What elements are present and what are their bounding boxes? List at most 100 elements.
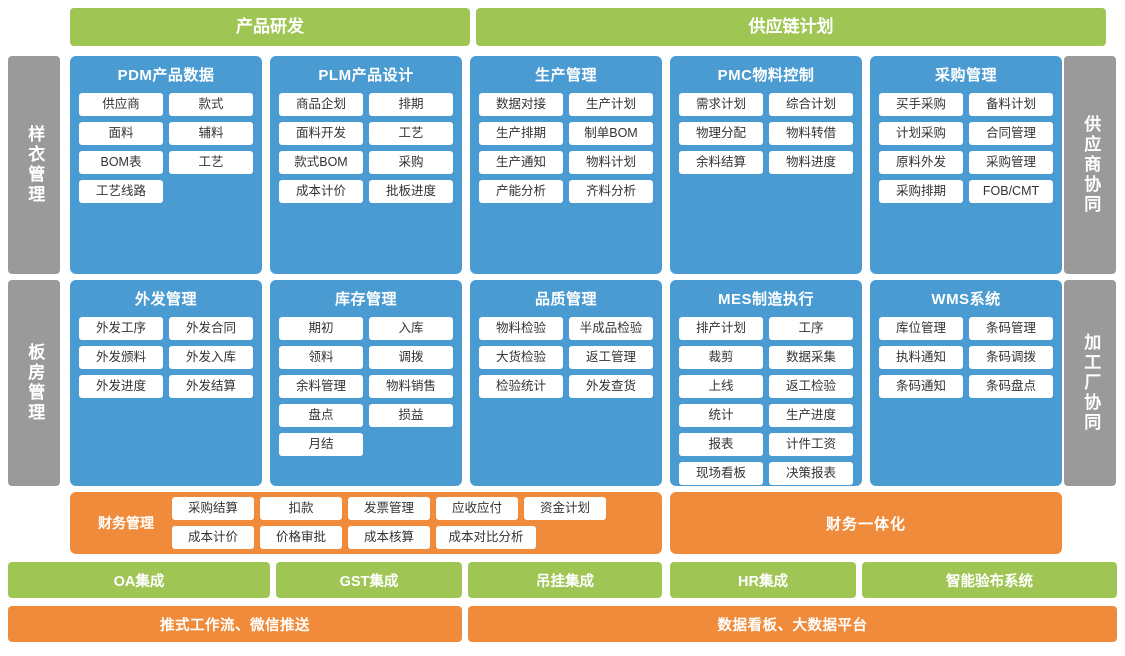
chip-item[interactable]: 采购排期	[879, 180, 963, 203]
chip-item[interactable]: 工序	[769, 317, 853, 340]
chip-item[interactable]: 条码盘点	[969, 375, 1053, 398]
chip-item[interactable]: 统计	[679, 404, 763, 427]
chip-item[interactable]: 生产排期	[479, 122, 563, 145]
chip-item[interactable]: 损益	[369, 404, 453, 427]
module-production[interactable]: 生产管理 数据对接 生产计划 生产排期 制单BOM 生产通知 物料计划 产能分析…	[470, 56, 662, 274]
chip-item[interactable]: 生产计划	[569, 93, 653, 116]
chip-item[interactable]: 应收应付	[436, 497, 518, 520]
bottom-band-data-platform[interactable]: 数据看板、大数据平台	[468, 606, 1117, 642]
chip-item[interactable]: 采购管理	[969, 151, 1053, 174]
chip-item[interactable]: 检验统计	[479, 375, 563, 398]
chip-item[interactable]: 调拨	[369, 346, 453, 369]
chip-item[interactable]: BOM表	[79, 151, 163, 174]
chip-item[interactable]: 外发入库	[169, 346, 253, 369]
module-purchasing[interactable]: 采购管理 买手采购 备料计划 计划采购 合同管理 原料外发 采购管理 采购排期 …	[870, 56, 1062, 274]
chip-item[interactable]: 月结	[279, 433, 363, 456]
chip-item[interactable]: 盘点	[279, 404, 363, 427]
chip-item[interactable]: 条码调拨	[969, 346, 1053, 369]
chip-item[interactable]: 领料	[279, 346, 363, 369]
integration-oa[interactable]: OA集成	[8, 562, 270, 598]
chip-item[interactable]: 排期	[369, 93, 453, 116]
chip-item[interactable]: 上线	[679, 375, 763, 398]
chip-item[interactable]: 齐料分析	[569, 180, 653, 203]
chip-item[interactable]: 资金计划	[524, 497, 606, 520]
chip-item[interactable]: 库位管理	[879, 317, 963, 340]
bottom-band-workflow[interactable]: 推式工作流、微信推送	[8, 606, 462, 642]
chip-item[interactable]: 成本计价	[279, 180, 363, 203]
finance-management-panel[interactable]: 财务管理 采购结算 扣款 发票管理 应收应付 资金计划 成本计价 价格审批 成本…	[70, 492, 662, 554]
chip-item[interactable]: 决策报表	[769, 462, 853, 485]
module-wms[interactable]: WMS系统 库位管理 条码管理 执料通知 条码调拨 条码通知 条码盘点	[870, 280, 1062, 486]
chip-item[interactable]: 工艺线路	[79, 180, 163, 203]
chip-item[interactable]: 返工检验	[769, 375, 853, 398]
chip-item[interactable]: 需求计划	[679, 93, 763, 116]
chip-item[interactable]: 成本核算	[348, 526, 430, 549]
integration-gst[interactable]: GST集成	[276, 562, 462, 598]
chip-item[interactable]: 外发进度	[79, 375, 163, 398]
chip-item[interactable]: 现场看板	[679, 462, 763, 485]
chip-item[interactable]: 裁剪	[679, 346, 763, 369]
chip-item[interactable]: 发票管理	[348, 497, 430, 520]
chip-item[interactable]: 条码通知	[879, 375, 963, 398]
chip-item[interactable]: 执料通知	[879, 346, 963, 369]
integration-hr[interactable]: HR集成	[670, 562, 856, 598]
chip-item[interactable]: 期初	[279, 317, 363, 340]
chip-item[interactable]: 产能分析	[479, 180, 563, 203]
chip-item[interactable]: 买手采购	[879, 93, 963, 116]
chip-item[interactable]: 返工管理	[569, 346, 653, 369]
integration-smart-fabric-inspection[interactable]: 智能验布系统	[862, 562, 1117, 598]
chip-item[interactable]: 外发结算	[169, 375, 253, 398]
chip-item[interactable]: 外发工序	[79, 317, 163, 340]
chip-item[interactable]: 款式BOM	[279, 151, 363, 174]
module-outsourcing[interactable]: 外发管理 外发工序 外发合同 外发颁料 外发入库 外发进度 外发结算	[70, 280, 262, 486]
module-pdm[interactable]: PDM产品数据 供应商 款式 面料 辅料 BOM表 工艺 工艺线路	[70, 56, 262, 274]
chip-item[interactable]: 工艺	[169, 151, 253, 174]
chip-item[interactable]: 数据对接	[479, 93, 563, 116]
chip-item[interactable]: 大货检验	[479, 346, 563, 369]
chip-item[interactable]: 数据采集	[769, 346, 853, 369]
chip-item[interactable]: 条码管理	[969, 317, 1053, 340]
chip-item[interactable]: 余料结算	[679, 151, 763, 174]
chip-item[interactable]: 排产计划	[679, 317, 763, 340]
chip-item[interactable]: 生产通知	[479, 151, 563, 174]
chip-item[interactable]: 商品企划	[279, 93, 363, 116]
chip-item[interactable]: 余料管理	[279, 375, 363, 398]
chip-item[interactable]: 物料进度	[769, 151, 853, 174]
module-pmc[interactable]: PMC物料控制 需求计划 综合计划 物理分配 物料转借 余料结算 物料进度	[670, 56, 862, 274]
chip-item[interactable]: 采购	[369, 151, 453, 174]
chip-item[interactable]: 面料	[79, 122, 163, 145]
chip-item[interactable]: 物料检验	[479, 317, 563, 340]
chip-item[interactable]: 成本计价	[172, 526, 254, 549]
module-inventory[interactable]: 库存管理 期初 入库 领料 调拨 余料管理 物料销售 盘点 损益 月结	[270, 280, 462, 486]
module-plm[interactable]: PLM产品设计 商品企划 排期 面料开发 工艺 款式BOM 采购 成本计价 批板…	[270, 56, 462, 274]
chip-item[interactable]: 价格审批	[260, 526, 342, 549]
chip-item[interactable]: 入库	[369, 317, 453, 340]
module-quality[interactable]: 品质管理 物料检验 半成品检验 大货检验 返工管理 检验统计 外发查货	[470, 280, 662, 486]
chip-item[interactable]: 外发颁料	[79, 346, 163, 369]
chip-item[interactable]: 款式	[169, 93, 253, 116]
integration-hanger[interactable]: 吊挂集成	[468, 562, 662, 598]
chip-item[interactable]: 成本对比分析	[436, 526, 536, 549]
chip-item[interactable]: 报表	[679, 433, 763, 456]
chip-item[interactable]: FOB/CMT	[969, 180, 1053, 203]
chip-item[interactable]: 采购结算	[172, 497, 254, 520]
chip-item[interactable]: 工艺	[369, 122, 453, 145]
chip-item[interactable]: 批板进度	[369, 180, 453, 203]
chip-item[interactable]: 外发合同	[169, 317, 253, 340]
chip-item[interactable]: 物料计划	[569, 151, 653, 174]
chip-item[interactable]: 原料外发	[879, 151, 963, 174]
chip-item[interactable]: 面料开发	[279, 122, 363, 145]
chip-item[interactable]: 半成品检验	[569, 317, 653, 340]
chip-item[interactable]: 物理分配	[679, 122, 763, 145]
chip-item[interactable]: 生产进度	[769, 404, 853, 427]
chip-item[interactable]: 物料销售	[369, 375, 453, 398]
chip-item[interactable]: 合同管理	[969, 122, 1053, 145]
chip-item[interactable]: 计划采购	[879, 122, 963, 145]
chip-item[interactable]: 扣款	[260, 497, 342, 520]
chip-item[interactable]: 物料转借	[769, 122, 853, 145]
chip-item[interactable]: 计件工资	[769, 433, 853, 456]
chip-item[interactable]: 备料计划	[969, 93, 1053, 116]
module-mes[interactable]: MES制造执行 排产计划 工序 裁剪 数据采集 上线 返工检验 统计 生产进度 …	[670, 280, 862, 486]
chip-item[interactable]: 综合计划	[769, 93, 853, 116]
chip-item[interactable]: 辅料	[169, 122, 253, 145]
